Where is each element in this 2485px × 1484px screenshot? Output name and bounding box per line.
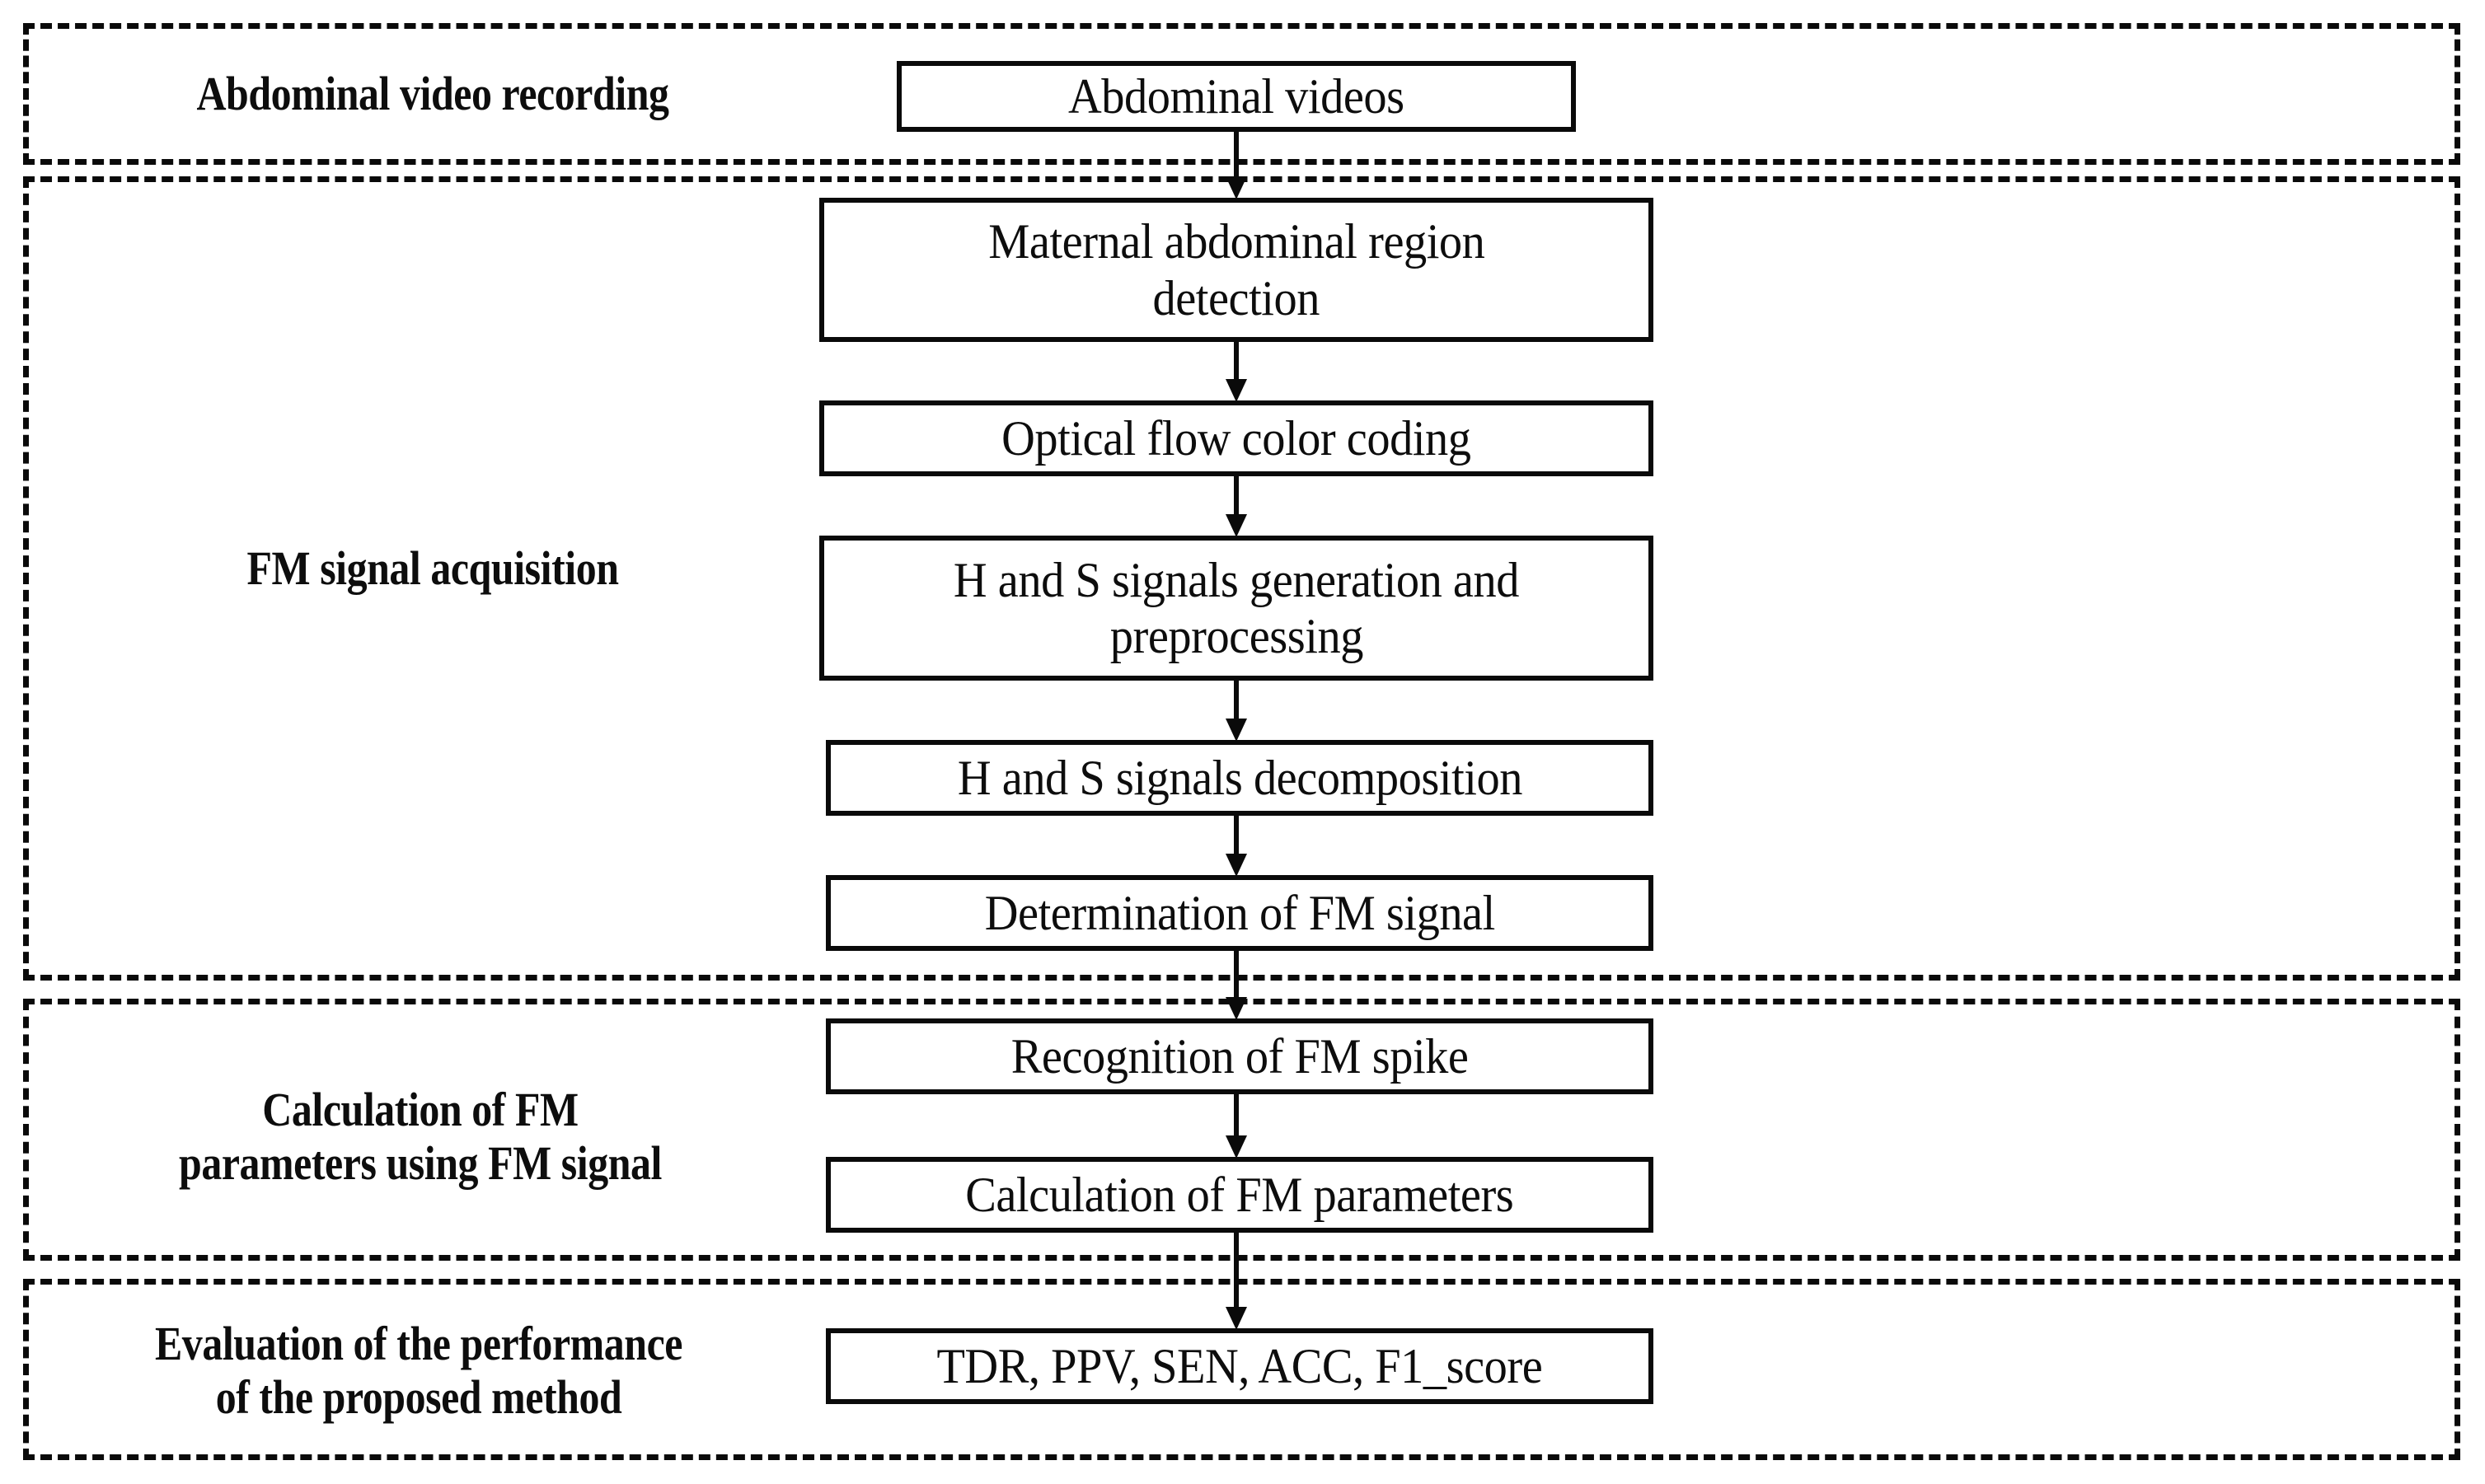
stage-frame-evaluation-of-performance (23, 1279, 2460, 1460)
arrow-detection-to-optical-flow (1212, 342, 1261, 402)
stage-label-line: FM signal acquisition (246, 541, 619, 595)
node-calculation-of-fm-parameters[interactable]: Calculation of FM parameters (826, 1157, 1653, 1233)
arrow-decomposition-to-determination (1212, 816, 1261, 877)
node-label: H and S signals generation and (953, 552, 1520, 607)
node-evaluation-metrics[interactable]: TDR, PPV, SEN, ACC, F1_score (826, 1328, 1653, 1404)
node-label: Recognition of FM spike (1010, 1028, 1469, 1084)
arrow-calculation-to-metrics (1212, 1233, 1261, 1330)
node-label: Optical flow color coding (1001, 410, 1471, 466)
stage-label-line: Abdominal video recording (196, 66, 669, 120)
node-abdominal-videos[interactable]: Abdominal videos (897, 61, 1576, 132)
arrow-videos-to-detection (1212, 132, 1261, 199)
node-label: Maternal abdominal region (987, 214, 1485, 269)
arrow-generation-to-decomposition (1212, 681, 1261, 742)
node-determination-of-fm-signal[interactable]: Determination of FM signal (826, 875, 1653, 951)
stage-label-line: Calculation of FM (262, 1083, 579, 1137)
stage-label-calculation-of-fm-parameters: Calculation of FM parameters using FM si… (80, 1063, 761, 1211)
node-recognition-of-fm-spike[interactable]: Recognition of FM spike (826, 1018, 1653, 1094)
node-label: TDR, PPV, SEN, ACC, F1_score (936, 1338, 1543, 1393)
node-label: Calculation of FM parameters (965, 1167, 1514, 1222)
node-label: Determination of FM signal (984, 885, 1495, 940)
node-h-s-signals-decomposition[interactable]: H and S signals decomposition (826, 740, 1653, 816)
stage-label-abdominal-video-recording: Abdominal video recording (103, 33, 762, 155)
stage-label-line: parameters using FM signal (179, 1136, 662, 1190)
node-h-s-signals-generation-preprocessing[interactable]: H and S signals generation and preproces… (819, 536, 1653, 681)
node-label: detection (1152, 270, 1320, 325)
stage-label-line: Evaluation of the performance (154, 1317, 683, 1371)
node-optical-flow-color-coding[interactable]: Optical flow color coding (819, 400, 1653, 476)
arrow-determination-to-recognition (1212, 951, 1261, 1020)
stage-label-line: of the proposed method (215, 1370, 622, 1424)
arrow-recognition-to-calculation (1212, 1094, 1261, 1159)
arrow-optical-flow-to-generation (1212, 476, 1261, 537)
node-maternal-abdominal-region-detection[interactable]: Maternal abdominal region detection (819, 198, 1653, 342)
stage-label-fm-signal-acquisition: FM signal acquisition (103, 503, 762, 634)
node-label: preprocessing (1109, 609, 1363, 663)
stage-label-evaluation-of-performance: Evaluation of the performance of the pro… (72, 1300, 767, 1442)
node-label: Abdominal videos (1068, 68, 1404, 124)
stage-frame-abdominal-video-recording (23, 23, 2460, 165)
node-label: H and S signals decomposition (957, 750, 1522, 805)
